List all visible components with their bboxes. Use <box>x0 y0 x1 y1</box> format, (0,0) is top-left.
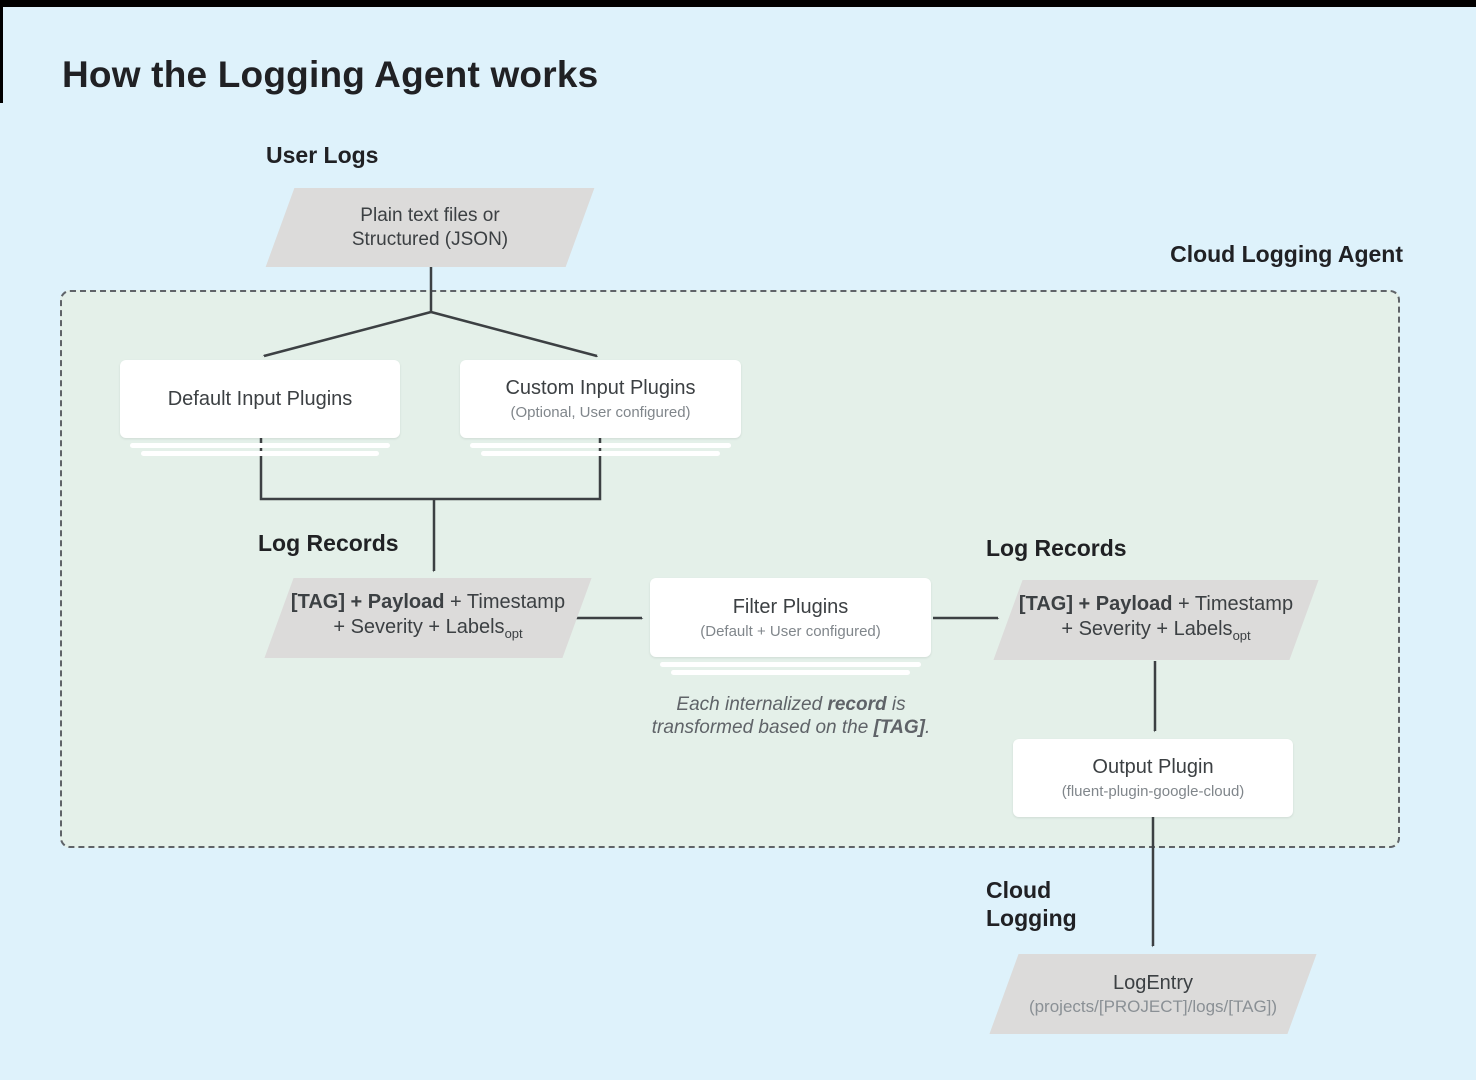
log-record-right-bold: [TAG] + Payload <box>1018 593 1173 615</box>
user-logs-text: Plain text files or Structured (JSON) <box>280 188 580 267</box>
label-log-records-right: Log Records <box>986 535 1127 561</box>
note-post: . <box>924 717 931 738</box>
user-logs-line2: Structured (JSON) <box>351 228 509 250</box>
log-record-left-text: [TAG] + Payload + Timestamp + Severity +… <box>279 578 577 658</box>
log-record-right-subscript: opt <box>1232 628 1251 643</box>
label-cloud-logging-line1: Cloud <box>986 877 1052 903</box>
transform-note: Each internalized record is transformed … <box>636 693 946 739</box>
note-bold-record: record <box>827 694 887 715</box>
custom-input-stack-bar-1 <box>470 443 731 448</box>
transform-note-line2: transformed based on the [TAG]. <box>636 716 946 739</box>
log-entry-title: LogEntry <box>1112 971 1194 994</box>
log-record-right-line2-text: + Severity + Labels <box>1061 618 1233 640</box>
filter-plugins-title: Filter Plugins <box>732 595 849 618</box>
arrow-to-default-input <box>264 310 432 356</box>
log-record-left-bold: [TAG] + Payload <box>290 591 445 613</box>
user-logs-line1: Plain text files or <box>360 204 500 226</box>
custom-input-plugins-title: Custom Input Plugins <box>505 377 696 399</box>
default-input-stack-bar-1 <box>130 443 390 448</box>
note-line2-pre: transformed based on the <box>651 717 874 738</box>
log-record-right-line2: + Severity + Labelsopt <box>1061 617 1250 648</box>
log-record-left-line1: [TAG] + Payload + Timestamp <box>291 590 565 615</box>
page-title: How the Logging Agent works <box>62 54 599 95</box>
log-record-right-line1: [TAG] + Payload + Timestamp <box>1019 592 1293 617</box>
custom-input-plugins-subtitle: (Optional, User configured) <box>510 404 691 421</box>
label-user-logs: User Logs <box>266 142 379 168</box>
log-entry-text: LogEntry (projects/[PROJECT]/logs/[TAG]) <box>1004 954 1302 1034</box>
arrow-to-custom-input <box>430 310 597 356</box>
output-plugin-subtitle: (fluent-plugin-google-cloud) <box>1061 783 1245 800</box>
default-input-plugins-title: Default Input Plugins <box>167 388 353 410</box>
note-bold-tag: [TAG] <box>873 717 925 738</box>
label-log-records-left: Log Records <box>258 530 399 556</box>
label-cloud-logging: Cloud Logging <box>986 876 1077 932</box>
transform-note-line1: Each internalized record is <box>636 693 946 716</box>
note-pre: Each internalized <box>676 694 828 715</box>
log-record-left-line2: + Severity + Labelsopt <box>333 615 522 646</box>
log-record-left-rest: + Timestamp <box>444 591 566 613</box>
output-plugin-title: Output Plugin <box>1092 756 1214 778</box>
custom-input-stack-bar-2 <box>481 451 720 456</box>
connector-inputs-join <box>259 438 602 501</box>
window-left-edge <box>0 0 3 103</box>
label-cloud-logging-line2: Logging <box>986 905 1077 931</box>
log-record-right-rest: + Timestamp <box>1172 593 1294 615</box>
log-entry-subtitle: (projects/[PROJECT]/logs/[TAG]) <box>1028 996 1278 1016</box>
filter-stack-bar-1 <box>660 662 921 667</box>
output-plugin-node: Output Plugin (fluent-plugin-google-clou… <box>1013 739 1293 817</box>
note-mid: is <box>886 694 906 715</box>
window-top-edge <box>0 0 1476 7</box>
custom-input-plugins-node: Custom Input Plugins (Optional, User con… <box>460 360 741 438</box>
log-record-left-line2-text: + Severity + Labels <box>333 616 505 638</box>
filter-stack-bar-2 <box>671 670 910 675</box>
default-input-plugins-node: Default Input Plugins <box>120 360 400 438</box>
log-record-left-subscript: opt <box>504 626 523 641</box>
filter-plugins-node: Filter Plugins (Default + User configure… <box>650 578 931 657</box>
default-input-stack-bar-2 <box>141 451 379 456</box>
label-cloud-logging-agent: Cloud Logging Agent <box>1170 241 1403 267</box>
filter-plugins-subtitle: (Default + User configured) <box>700 622 881 640</box>
log-record-right-text: [TAG] + Payload + Timestamp + Severity +… <box>1008 580 1304 660</box>
